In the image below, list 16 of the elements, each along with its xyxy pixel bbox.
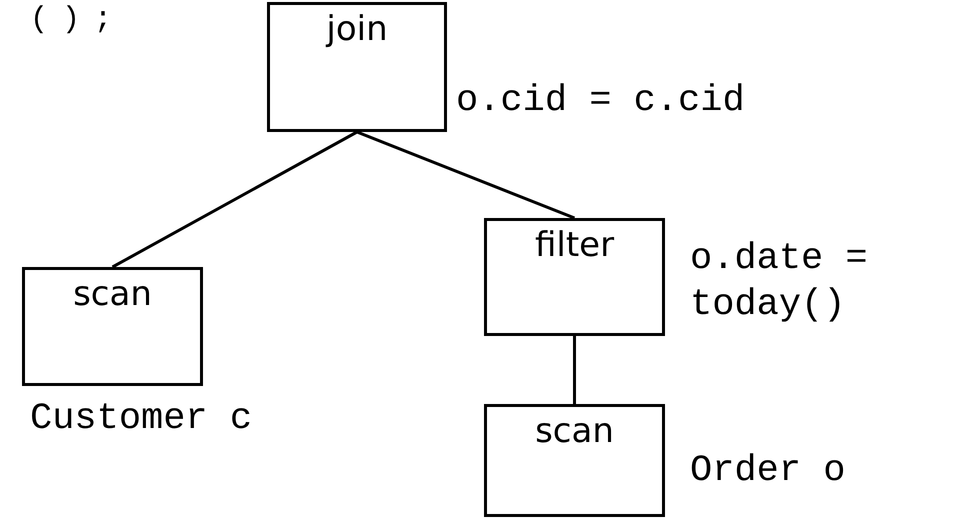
operator-name: scan <box>535 413 614 450</box>
predicate-text: Customer c <box>30 397 254 442</box>
connector-line <box>112 130 358 268</box>
operator-box <box>484 404 665 517</box>
operator-name: filter <box>534 227 614 264</box>
operator-box <box>22 267 203 386</box>
operator-box <box>484 218 665 336</box>
operator-box <box>267 2 447 132</box>
connector-line <box>356 130 576 220</box>
connector-line <box>573 336 576 404</box>
operator-name: join <box>326 11 388 48</box>
operator-name: scan <box>73 276 152 314</box>
predicate-text: Order o <box>690 449 846 494</box>
predicate-text: o.cid = c.cid <box>456 79 746 124</box>
code-fragment: (); <box>30 2 126 39</box>
predicate-text: o.date = today() <box>690 237 869 328</box>
